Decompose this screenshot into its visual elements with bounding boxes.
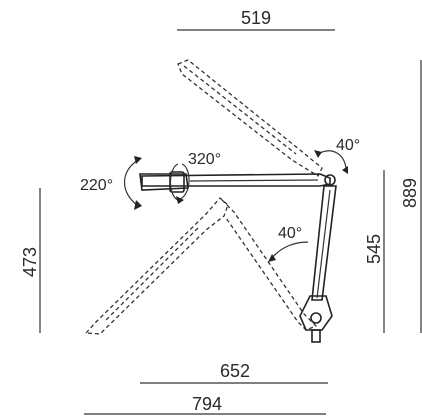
head-rotate-arc — [169, 163, 190, 201]
top-joint-arrow — [314, 150, 322, 158]
lamp-elbow-housing — [299, 295, 333, 331]
dashed-lower-arm-inner — [105, 227, 199, 321]
dim-left-height: 473 — [20, 247, 40, 277]
dim-bottom-inner-width: 652 — [220, 361, 250, 381]
dim-top-width: 519 — [241, 8, 271, 28]
elbow-arrow — [268, 254, 276, 262]
dim-bottom-outer-width: 794 — [192, 394, 222, 414]
angle-elbow-joint: 40° — [278, 225, 302, 242]
dashed-lower-arm-left — [84, 197, 229, 335]
lamp-vertical-center-line — [316, 189, 331, 299]
dashed-upper-arm — [177, 59, 323, 177]
dim-right-outer-height: 889 — [400, 178, 420, 208]
lamp-clamp-post — [311, 329, 321, 343]
angle-head-rotate: 320° — [188, 151, 221, 168]
lamp-vertical-arm — [311, 185, 337, 301]
elbow-arc — [271, 241, 309, 259]
head-tilt-arc — [124, 159, 139, 207]
head-tilt-arrow-bottom — [134, 200, 142, 210]
dashed-upper-arm-inner — [183, 65, 297, 155]
dashed-lower-arm-right — [221, 199, 318, 331]
angle-head-tilt: 220° — [80, 177, 113, 194]
top-joint-arrow-end — [342, 166, 348, 174]
dim-right-inner-height: 545 — [364, 234, 384, 264]
elbow-joint — [310, 312, 322, 324]
head-rotate-arrow — [176, 196, 184, 204]
angle-top-joint: 40° — [336, 137, 360, 154]
head-tilt-arrow-top — [134, 156, 142, 164]
top-joint — [324, 174, 336, 186]
lamp-arm-center-line — [189, 179, 319, 182]
